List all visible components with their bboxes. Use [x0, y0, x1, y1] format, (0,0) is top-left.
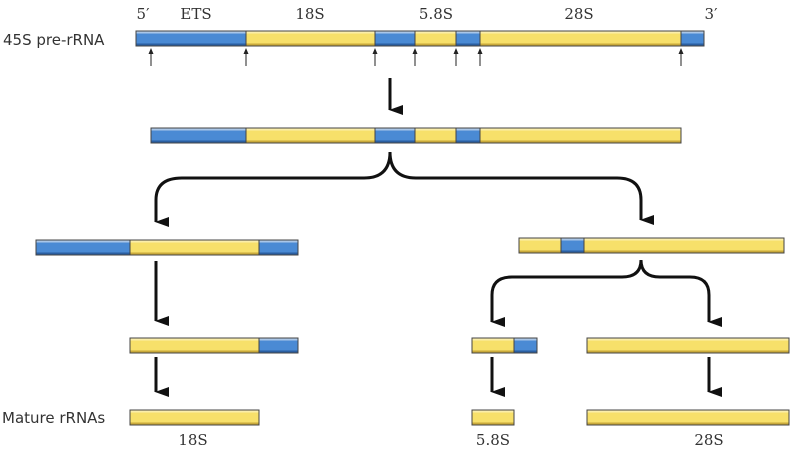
three-prime-label: 3′	[704, 5, 718, 23]
segment-highlight	[36, 240, 130, 243]
cleavage-site-arrow-icon	[477, 48, 483, 66]
rrna-segment	[129, 409, 260, 426]
mature-5-8s-label: 5.8S	[475, 431, 511, 449]
rna-bar-28s	[586, 337, 790, 354]
segment-highlight	[375, 31, 415, 34]
rna-bar-45s-pre-rrna	[135, 30, 705, 47]
segment-highlight	[456, 128, 480, 131]
five-prime-label: 5′	[136, 5, 150, 23]
segment-shadow	[456, 140, 480, 143]
segment-shadow	[561, 250, 584, 253]
rna-bar-5-8s-intermediate	[471, 337, 538, 354]
segment-highlight	[587, 338, 789, 341]
mature-18s-label: 18S	[178, 431, 208, 449]
segment-highlight	[415, 31, 456, 34]
segment-highlight	[130, 240, 259, 243]
segment-highlight	[480, 31, 681, 34]
segment-shadow	[151, 140, 246, 143]
segment-shadow	[472, 422, 514, 425]
segment-highlight	[584, 238, 784, 241]
segment-shadow	[480, 43, 681, 46]
segment-shadow	[587, 350, 789, 353]
cleavage-site-arrow-icon	[453, 48, 459, 66]
segment-shadow	[584, 250, 784, 253]
segment-shadow	[415, 43, 456, 46]
segment-highlight	[587, 410, 789, 413]
cleavage-site-arrow-icon	[243, 48, 249, 66]
rrna-segment	[586, 409, 790, 426]
18s-top-label: 18S	[295, 5, 325, 23]
cleavage-site-arrow-icon	[678, 48, 684, 66]
processing-arrow-icon	[388, 151, 654, 225]
segment-highlight	[151, 128, 246, 131]
segment-shadow	[519, 250, 561, 253]
segment-highlight	[259, 338, 298, 341]
segment-shadow	[246, 43, 375, 46]
spacer-segment	[680, 30, 705, 47]
segment-highlight	[519, 238, 561, 241]
spacer-segment	[258, 239, 299, 256]
ets-label: ETS	[180, 5, 212, 23]
rrna-segment	[586, 337, 790, 354]
segment-highlight	[130, 410, 259, 413]
segment-highlight	[472, 410, 514, 413]
cleavage-site-arrow-icon	[148, 48, 154, 66]
segment-highlight	[456, 31, 480, 34]
segment-shadow	[415, 140, 456, 143]
rrna-segment	[479, 127, 682, 144]
segment-highlight	[561, 238, 584, 241]
segment-shadow	[130, 252, 259, 255]
segment-shadow	[36, 252, 130, 255]
segment-shadow	[681, 43, 704, 46]
cleavage-site-arrow-icon	[372, 48, 378, 66]
mature-rrnas-label: Mature rRNAs	[2, 409, 106, 427]
processing-arrow-icon	[639, 259, 722, 327]
rna-bar-mature-28s	[586, 409, 790, 426]
segment-shadow	[472, 350, 514, 353]
segment-shadow	[587, 422, 789, 425]
segment-shadow	[375, 43, 415, 46]
segment-highlight	[681, 31, 704, 34]
segment-highlight	[415, 128, 456, 131]
segment-shadow	[130, 350, 259, 353]
5-8s-top-label: 5.8S	[418, 5, 454, 23]
spacer-segment	[258, 337, 299, 354]
segment-highlight	[130, 338, 259, 341]
processing-arrow-icon	[490, 259, 643, 327]
rna-bar-mature-5-8s	[471, 409, 515, 426]
rna-bar-5-8s-28s-precursor	[518, 237, 785, 254]
segment-highlight	[246, 31, 375, 34]
segment-highlight	[472, 338, 514, 341]
rna-bar-intermediate-1	[150, 127, 682, 144]
rrna-segment	[583, 237, 785, 254]
segment-highlight	[375, 128, 415, 131]
segment-shadow	[514, 350, 537, 353]
segment-highlight	[480, 128, 681, 131]
segment-shadow	[480, 140, 681, 143]
segment-shadow	[375, 140, 415, 143]
segment-highlight	[259, 240, 298, 243]
28s-top-label: 28S	[564, 5, 594, 23]
rna-bar-18s-intermediate	[129, 337, 299, 354]
rrna-segment	[471, 409, 515, 426]
segment-shadow	[130, 422, 259, 425]
precursor-label: 45S pre-rRNA	[3, 31, 105, 49]
segment-shadow	[259, 252, 298, 255]
segment-shadow	[246, 140, 375, 143]
segment-shadow	[456, 43, 480, 46]
rna-bar-mature-18s	[129, 409, 260, 426]
segment-highlight	[136, 31, 246, 34]
processing-arrow-icon	[154, 151, 392, 227]
rna-bar-18s-precursor	[35, 239, 299, 256]
segment-shadow	[136, 43, 246, 46]
segment-shadow	[259, 350, 298, 353]
segment-highlight	[246, 128, 375, 131]
spacer-segment	[513, 337, 538, 354]
mature-28s-label: 28S	[694, 431, 724, 449]
cleavage-site-arrow-icon	[412, 48, 418, 66]
segment-highlight	[514, 338, 537, 341]
